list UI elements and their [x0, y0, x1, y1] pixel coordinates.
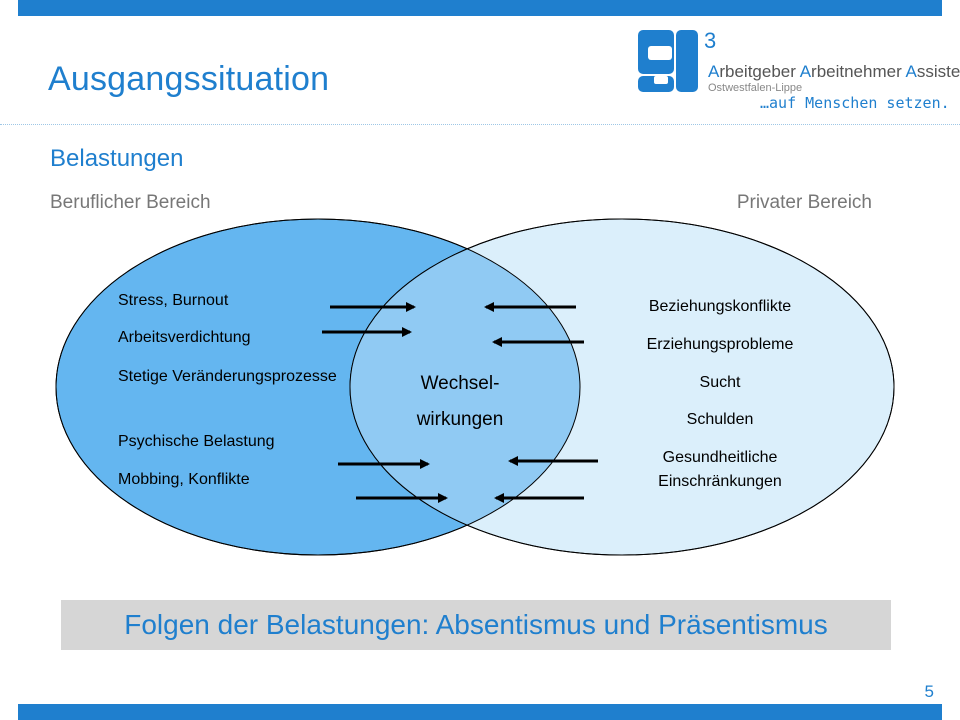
right-item-schulden: Schulden — [686, 411, 754, 428]
right-item-gesundheit: Gesundheitliche Einschränkungen — [658, 449, 782, 490]
section-subtitle: Belastungen — [50, 145, 184, 172]
right-area-label: Privater Bereich — [736, 192, 872, 213]
page-title: Ausgangssituation — [48, 60, 330, 98]
left-item-veraenderung: Stetige Veränderungsprozesse — [118, 368, 337, 385]
left-item-arbeitsverdichtung: Arbeitsverdichtung — [118, 329, 251, 346]
logo-company-name: Arbeitgeber Arbeitnehmer Assistenz — [708, 62, 960, 81]
logo-a-notch — [654, 76, 668, 84]
conclusion-banner: Folgen der Belastungen: Absentismus und … — [61, 600, 891, 650]
left-item-stress: Stress, Burnout — [118, 292, 229, 309]
conclusion-text: Folgen der Belastungen: Absentismus und … — [124, 609, 828, 640]
logo-a-block-right — [676, 30, 698, 92]
right-item-beziehungskonflikte: Beziehungskonflikte — [648, 298, 792, 315]
center-label-line1: Wechsel- — [420, 373, 500, 394]
logo-superscript: 3 — [704, 28, 717, 53]
right-circle-outline — [349, 218, 895, 556]
right-item-sucht: Sucht — [699, 374, 741, 391]
left-item-mobbing: Mobbing, Konflikte — [118, 471, 250, 488]
page-number: 5 — [924, 682, 934, 701]
left-circle-outline — [55, 218, 581, 556]
bottom-accent-bar — [18, 704, 942, 720]
right-item-erziehungsprobleme: Erziehungsprobleme — [646, 336, 794, 353]
logo-a-counter — [648, 46, 672, 60]
top-accent-bar — [18, 0, 942, 16]
header-divider — [0, 124, 960, 125]
a3-logo — [638, 30, 698, 92]
logo-region: Ostwestfalen-Lippe — [708, 82, 803, 94]
center-label-line2: wirkungen — [416, 409, 504, 430]
left-item-psychische-belastung: Psychische Belastung — [118, 433, 275, 450]
left-area-label: Beruflicher Bereich — [50, 192, 211, 213]
logo-slogan: …auf Menschen setzen. — [760, 94, 950, 112]
